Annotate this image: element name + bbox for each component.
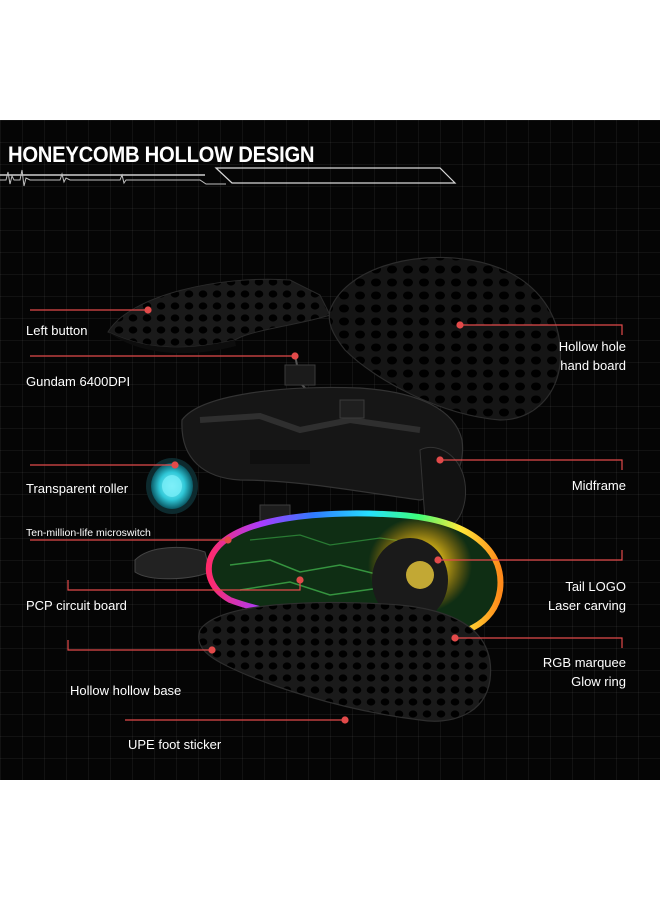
label-left-button: Left button bbox=[26, 323, 88, 338]
base-part bbox=[198, 601, 492, 722]
product-panel: HONEYCOMB HOLLOW DESIGN Left button Gund… bbox=[0, 120, 660, 780]
page-title: HONEYCOMB HOLLOW DESIGN bbox=[8, 142, 315, 167]
label-hand-board-line1: Hollow hole bbox=[558, 339, 626, 354]
label-rgb-line2: Glow ring bbox=[571, 674, 626, 689]
label-midframe: Midframe bbox=[571, 478, 626, 493]
hand-board-part bbox=[328, 256, 562, 421]
pcb-part bbox=[205, 510, 504, 639]
label-microswitch: Ten-million-life microswitch bbox=[26, 527, 151, 539]
midframe-part bbox=[181, 386, 466, 529]
label-tail-logo-line1: Tail LOGO bbox=[565, 579, 626, 594]
label-upe-foot-sticker: UPE foot sticker bbox=[128, 737, 222, 752]
callout-lines bbox=[30, 306, 623, 724]
left-button-part bbox=[107, 278, 331, 354]
label-hollow-base: Hollow hollow base bbox=[70, 683, 182, 698]
label-hand-board-line2: hand board bbox=[560, 358, 626, 373]
title-underline bbox=[0, 167, 457, 187]
label-gundam-dpi: Gundam 6400DPI bbox=[26, 374, 131, 389]
label-rgb-line1: RGB marquee bbox=[542, 655, 626, 670]
roller-part bbox=[146, 458, 198, 514]
label-tail-logo-line2: Laser carving bbox=[547, 598, 626, 613]
label-pcp-board: PCP circuit board bbox=[26, 598, 127, 613]
label-transparent-roller: Transparent roller bbox=[26, 481, 129, 496]
exploded-mouse-illustration bbox=[0, 167, 623, 724]
